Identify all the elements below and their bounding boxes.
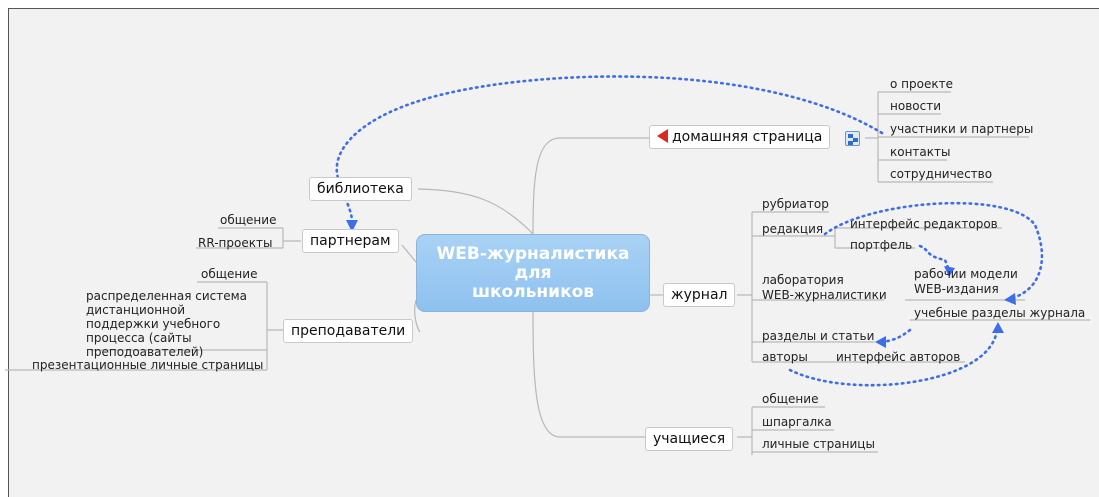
subtopic-laboratory-line1: лаборатория (762, 273, 844, 287)
central-title-line2: для (514, 262, 552, 283)
subtopic-laboratory[interactable]: лаборатория WEB-журналистики (758, 273, 891, 305)
subtopic-cooperation[interactable]: сотрудничество (890, 167, 993, 181)
subtopic-rubricator[interactable]: рубриатор (762, 197, 829, 211)
central-topic[interactable]: WEB-журналистика для школьников (416, 234, 650, 312)
branch-partneram (401, 244, 417, 263)
subtopic-portfolio[interactable]: портфель (850, 238, 913, 252)
topic-prepodavateli[interactable]: преподаватели (283, 319, 414, 343)
branch-journal-children (737, 211, 884, 363)
subtopic-cheatsheet[interactable]: шпаргалка (762, 415, 832, 429)
topic-biblioteka[interactable]: библиотека (309, 177, 412, 201)
topic-prepodavateli-label: преподаватели (291, 323, 406, 339)
subtopic-contacts[interactable]: контакты (890, 145, 951, 159)
branch-home (532, 137, 650, 235)
subtopic-news[interactable]: новости (890, 99, 941, 113)
central-title-line3: школьников (471, 281, 595, 302)
arrow-models (944, 266, 955, 277)
arrow-sections (875, 336, 886, 348)
subtopic-obshchenie-partners[interactable]: общение (220, 213, 277, 227)
subtopic-obshchenie-students[interactable]: общение (762, 392, 819, 406)
link-authors-edu (788, 328, 999, 387)
subtopic-working-models-line1: рабочии модели (914, 267, 1018, 281)
link-redaction-edu (823, 201, 1044, 300)
subtopic-rr-projects[interactable]: RR-проекты (198, 236, 273, 250)
subtopic-sections-articles[interactable]: разделы и статьи (762, 329, 875, 343)
subtopic-presentation-pages[interactable]: презентационные личные страницы (32, 358, 264, 372)
branch-prepodavateli (414, 299, 421, 333)
topic-partneram-label: партнерам (310, 233, 391, 249)
subtopic-working-models-line2: WEB-издания (914, 282, 999, 296)
central-title-line1: WEB-журналистика (436, 243, 630, 264)
branch-biblioteka (417, 188, 534, 235)
arrow-authors-edu (992, 322, 1004, 333)
subtopic-interface-authors[interactable]: интерфейс авторов (836, 350, 961, 364)
subtopic-redaktsiya[interactable]: редакция (762, 222, 824, 236)
branch-redaktsiya-children (820, 227, 1002, 249)
subtopic-working-models[interactable]: рабочии модели WEB-издания (910, 267, 1022, 299)
subtopic-participants[interactable]: участники и партнеры (890, 122, 1034, 136)
branch-prep-children (5, 281, 283, 371)
subtopic-interface-editors[interactable]: интерфейс редакторов (850, 217, 998, 231)
subtopic-authors[interactable]: авторы (762, 350, 808, 364)
arrow-edu (1004, 293, 1016, 305)
branch-students (532, 311, 645, 438)
topic-students[interactable]: учащиеся (645, 427, 734, 451)
topic-home[interactable]: домашняя страница (649, 125, 831, 149)
arrow-library-partners (346, 220, 358, 232)
red-arrow-icon (657, 129, 668, 143)
topic-journal-label: журнал (671, 287, 728, 303)
topic-biblioteka-label: библиотека (317, 181, 404, 197)
branch-partneram-children (196, 227, 301, 249)
subtopic-distributed-system[interactable]: распределенная система дистанционной под… (86, 289, 247, 359)
subtopic-personal-pages[interactable]: личные страницы (762, 437, 875, 451)
mindmap-icon[interactable] (845, 131, 860, 146)
subtopic-obshchenie-teachers[interactable]: общение (201, 267, 258, 281)
topic-students-label: учащиеся (653, 431, 726, 447)
branch-students-children (737, 406, 878, 455)
subtopic-laboratory-line2: WEB-журналистики (762, 288, 887, 302)
topic-home-label: домашняя страница (672, 129, 823, 145)
branch-home-children (865, 91, 1029, 183)
topic-journal[interactable]: журнал (663, 283, 736, 307)
subtopic-about[interactable]: о проекте (890, 77, 953, 91)
topic-partneram[interactable]: партнерам (302, 229, 399, 253)
link-interface-models (918, 244, 951, 272)
subtopic-edu-sections[interactable]: учебные разделы журнала (914, 306, 1086, 320)
